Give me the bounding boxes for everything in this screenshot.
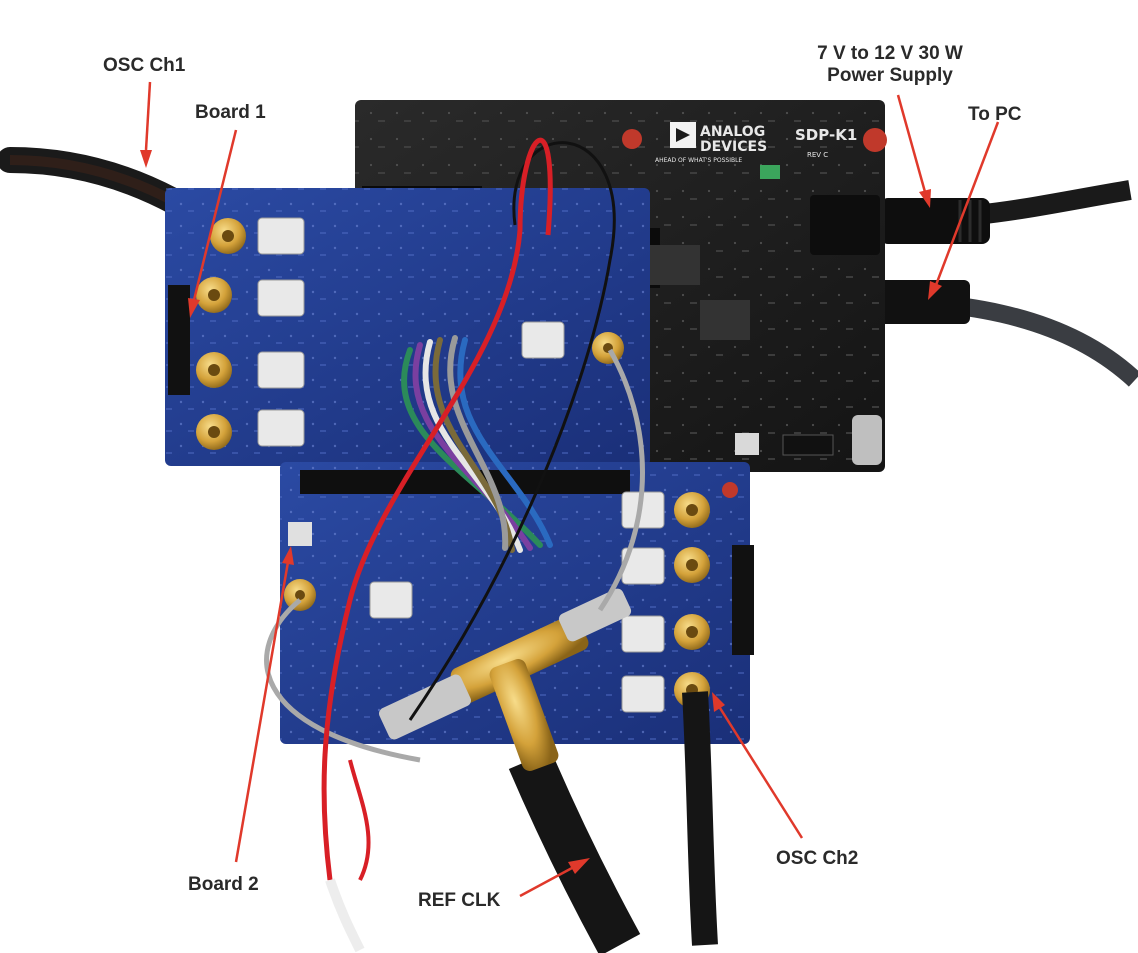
usb-plug [860,280,970,324]
brand-line2: DEVICES [700,139,767,155]
power-jack-plug [880,198,990,244]
board-revision: REV C [807,151,828,159]
label-ref-clk: REF CLK [418,890,501,911]
brand-tagline: AHEAD OF WHAT'S POSSIBLE [655,157,742,164]
label-board-1: Board 1 [195,102,266,123]
brand-line1: ANALOG [700,124,765,140]
label-power-line2: Power Supply [827,65,953,86]
red-jumper-wire [321,137,553,881]
annotation-arrows [140,81,1000,898]
ribbon-wires [401,335,553,553]
label-board-2: Board 2 [188,874,259,895]
ref-clk-cable [508,750,641,953]
osc-ch2-cable [682,691,718,946]
board-1-sma-connectors [196,218,624,450]
label-power-line1: 7 V to 12 V 30 W [817,43,963,64]
sma-tee-adapter [379,588,632,771]
label-to-pc: To PC [968,104,1022,125]
black-jumper-wire [408,141,616,721]
label-osc-ch2: OSC Ch2 [776,848,859,869]
label-osc-ch1: OSC Ch1 [103,55,186,76]
label-power-supply: 7 V to 12 V 30 W Power Supply [770,43,1010,87]
board-model: SDP-K1 [795,126,857,144]
board-2-sma-connectors [284,492,710,708]
